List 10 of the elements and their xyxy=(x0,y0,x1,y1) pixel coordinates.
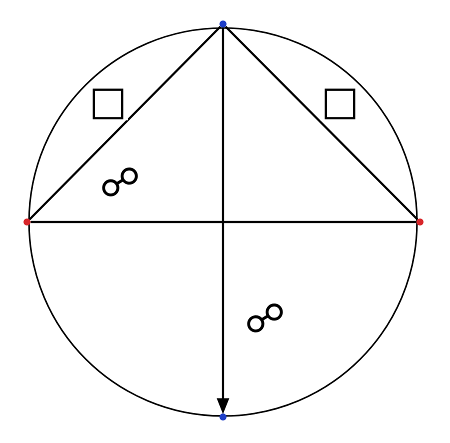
aspect-symbol: ☍ xyxy=(244,302,286,334)
point-dot xyxy=(24,218,30,226)
point-dot xyxy=(416,218,424,226)
aspect-symbol: ☍ xyxy=(98,166,142,198)
aspect-symbol: □ xyxy=(320,88,360,120)
aspect-line xyxy=(30,220,416,224)
aspect-line xyxy=(28,26,222,220)
point-dot xyxy=(220,413,226,420)
point-dot xyxy=(220,20,226,28)
aspect-line xyxy=(224,26,418,220)
